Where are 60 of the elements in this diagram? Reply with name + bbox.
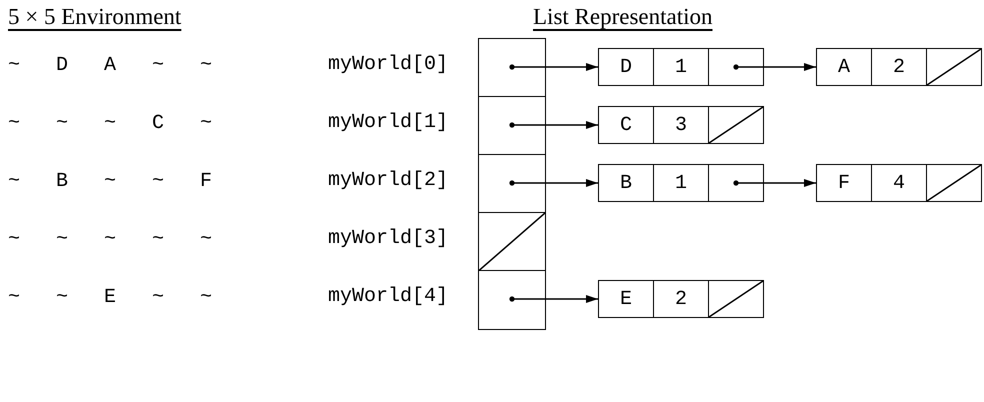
pointer-arrow <box>509 121 598 129</box>
grid-cell-symbol: ~ <box>104 170 116 193</box>
list-node <box>598 280 764 318</box>
grid-cell-symbol: ~ <box>8 286 20 309</box>
array-index-label: myWorld[3] <box>328 227 448 250</box>
node-letter: F <box>838 172 850 194</box>
node-letter: E <box>620 288 632 310</box>
list-node <box>598 164 764 202</box>
grid-cell-symbol: ~ <box>8 170 20 193</box>
grid-cell-symbol: ~ <box>56 112 68 135</box>
node-letter: D <box>620 56 632 78</box>
node-count: 2 <box>892 56 905 78</box>
grid-cell-symbol: E <box>104 286 116 309</box>
grid-cell-symbol: ~ <box>152 228 164 251</box>
grid-cell-symbol: ~ <box>56 286 68 309</box>
grid-cell-symbol: ~ <box>200 54 212 77</box>
array-index-label: myWorld[0] <box>328 53 448 76</box>
node-letter: B <box>620 172 632 194</box>
node-count: 3 <box>674 114 687 136</box>
node-count: 2 <box>674 288 687 310</box>
array-cell <box>478 96 546 156</box>
section-heading: 5 × 5 Environment <box>8 4 182 30</box>
section-heading: List Representation <box>533 4 712 30</box>
grid-cell-symbol: ~ <box>104 228 116 251</box>
array-cell <box>478 38 546 98</box>
pointer-arrow <box>509 63 598 71</box>
list-node <box>598 48 764 86</box>
array-cell <box>478 154 546 214</box>
array-index-label: myWorld[2] <box>328 169 448 192</box>
grid-cell-symbol: ~ <box>56 228 68 251</box>
pointer-arrow <box>733 179 816 187</box>
grid-cell-symbol: C <box>152 112 164 135</box>
grid-cell-symbol: ~ <box>200 112 212 135</box>
grid-cell-symbol: ~ <box>8 112 20 135</box>
grid-cell-symbol: D <box>56 54 68 77</box>
grid-cell-symbol: ~ <box>152 286 164 309</box>
grid-cell-symbol: ~ <box>104 112 116 135</box>
list-node <box>816 48 982 86</box>
node-count: 4 <box>892 172 905 194</box>
grid-cell-symbol: ~ <box>200 286 212 309</box>
grid-cell-symbol: ~ <box>8 228 20 251</box>
list-node <box>598 106 764 144</box>
array-index-label: myWorld[1] <box>328 111 448 134</box>
array-cell <box>478 270 546 330</box>
node-letter: A <box>838 56 850 78</box>
grid-cell-symbol: ~ <box>152 170 164 193</box>
node-letter: C <box>620 114 632 136</box>
pointer-arrow <box>509 179 598 187</box>
grid-cell-symbol: A <box>104 54 116 77</box>
pointer-arrow <box>733 63 816 71</box>
grid-cell-symbol: B <box>56 170 68 193</box>
list-node <box>816 164 982 202</box>
grid-cell-symbol: F <box>200 170 212 193</box>
grid-cell-symbol: ~ <box>200 228 212 251</box>
grid-cell-symbol: ~ <box>152 54 164 77</box>
node-count: 1 <box>674 56 687 78</box>
pointer-arrow <box>509 295 598 303</box>
array-index-label: myWorld[4] <box>328 285 448 308</box>
node-count: 1 <box>674 172 687 194</box>
grid-cell-symbol: ~ <box>8 54 20 77</box>
